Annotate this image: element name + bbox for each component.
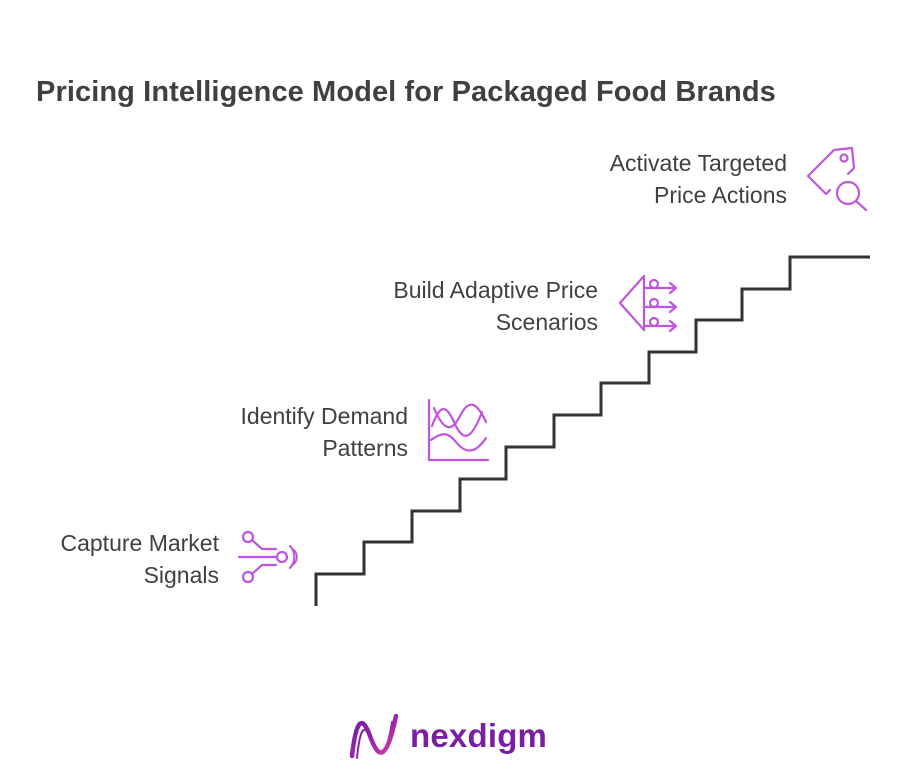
brand-name: nexdigm bbox=[410, 717, 548, 754]
wave-chart-icon bbox=[427, 398, 490, 462]
step-label-activate: Activate Targeted Price Actions bbox=[610, 147, 787, 211]
step-label-line: Signals bbox=[143, 562, 219, 588]
step-label-identify: Identify Demand Patterns bbox=[241, 400, 408, 464]
step-label-capture: Capture Market Signals bbox=[60, 527, 219, 591]
page-title: Pricing Intelligence Model for Packaged … bbox=[36, 76, 776, 108]
step-label-line: Price Actions bbox=[654, 182, 787, 208]
step-label-line: Capture Market bbox=[60, 530, 219, 556]
step-label-line: Identify Demand bbox=[240, 403, 408, 429]
step-label-line: Build Adaptive Price bbox=[393, 277, 598, 303]
step-label-line: Scenarios bbox=[495, 309, 598, 335]
price-tag-search-icon bbox=[806, 146, 868, 212]
step-label-build: Build Adaptive Price Scenarios bbox=[393, 274, 598, 338]
step-label-line: Patterns bbox=[322, 435, 408, 461]
nexdigm-logo-icon bbox=[349, 713, 399, 759]
scenario-branch-icon bbox=[618, 274, 678, 333]
step-label-line: Activate Targeted bbox=[609, 150, 787, 176]
signals-icon bbox=[237, 530, 298, 584]
brand-logo: nexdigm bbox=[348, 706, 547, 766]
